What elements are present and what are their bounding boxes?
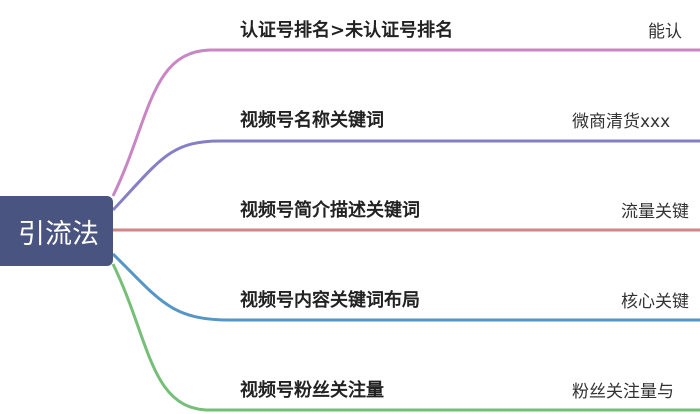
central-node: 引流法 (0, 196, 113, 266)
branch-detail-2: 微商清货xxx (572, 112, 671, 132)
branch-label-5: 视频号粉丝关注量 (240, 380, 384, 401)
branch-label-1: 认证号排名>未认证号排名 (240, 20, 454, 41)
branch-label-3: 视频号简介描述关键词 (240, 200, 420, 221)
branch-line-2 (111, 139, 700, 212)
branch-line-5 (111, 263, 700, 412)
branch-detail-1: 能认 (648, 22, 682, 42)
branch-detail-4: 核心关键 (621, 292, 689, 312)
branch-line-4 (111, 252, 700, 322)
branch-line-1 (111, 48, 700, 197)
branch-detail-5: 粉丝关注量与 (572, 382, 674, 402)
branch-detail-3: 流量关键 (621, 202, 689, 222)
branch-label-2: 视频号名称关键词 (240, 110, 384, 131)
branch-label-4: 视频号内容关键词布局 (240, 290, 420, 311)
